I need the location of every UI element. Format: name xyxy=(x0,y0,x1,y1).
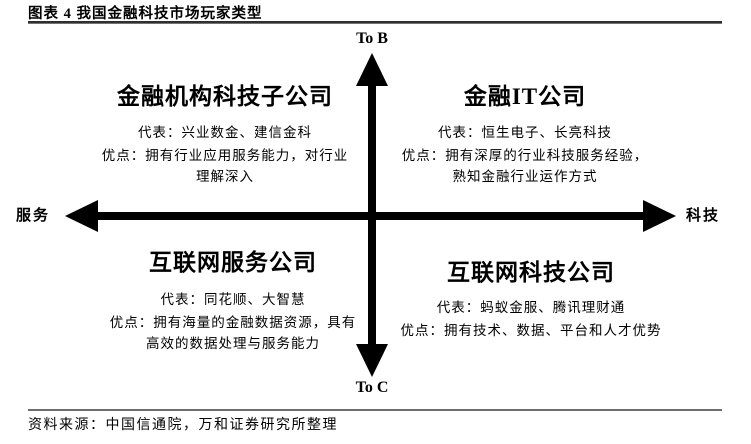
quadrant-representatives: 代表：同花顺、大智慧 xyxy=(160,292,306,307)
quadrant-bottom-right: 互联网科技公司 代表：蚂蚁金服、腾讯理财通 优点：拥有技术、数据、平台和人才优势 xyxy=(376,258,686,341)
quadrant-title: 互联网服务公司 xyxy=(149,250,317,275)
arrowhead-left-icon xyxy=(65,200,98,232)
quadrant-title: 互联网科技公司 xyxy=(447,260,615,285)
quadrant-representatives: 代表：恒生电子、长亮科技 xyxy=(438,125,612,140)
arrowhead-down-icon xyxy=(356,344,388,377)
title-divider-rule xyxy=(28,21,722,24)
quadrant-title: 金融机构科技子公司 xyxy=(117,84,333,109)
axis-label-to-c: To C xyxy=(355,379,389,396)
source-note: 资料来源：中国信通院，万和证券研究所整理 xyxy=(28,418,338,433)
quadrant-top-right: 金融IT公司 代表：恒生电子、长亮科技 优点：拥有深厚的行业科技服务经验，熟知金… xyxy=(370,82,680,187)
quadrant-top-left: 金融机构科技子公司 代表：兴业数金、建信金科 优点：拥有行业应用服务能力，对行业… xyxy=(70,82,380,187)
quadrant-advantages: 优点：拥有深厚的行业科技服务经验，熟知金融行业运作方式 xyxy=(401,148,649,184)
axis-label-service: 服务 xyxy=(16,208,51,224)
quadrant-title: 金融IT公司 xyxy=(463,84,587,109)
quadrant-advantages: 优点：拥有行业应用服务能力，对行业理解深入 xyxy=(101,148,349,184)
quadrant-advantages: 优点：拥有技术、数据、平台和人才优势 xyxy=(400,323,662,338)
quadrant-representatives: 代表：蚂蚁金服、腾讯理财通 xyxy=(436,300,626,315)
figure-title: 图表 4 我国金融科技市场玩家类型 xyxy=(28,6,263,22)
quadrant-advantages: 优点：拥有海量的金融数据资源，具有高效的数据处理与服务能力 xyxy=(109,315,357,351)
quadrant-representatives: 代表：兴业数金、建信金科 xyxy=(138,125,312,140)
axis-label-technology: 科技 xyxy=(686,208,721,224)
source-divider-rule xyxy=(28,409,722,411)
arrowhead-right-icon xyxy=(643,200,676,232)
axis-label-to-b: To B xyxy=(356,30,388,47)
arrowhead-up-icon xyxy=(356,53,388,86)
quadrant-bottom-left: 互联网服务公司 代表：同花顺、大智慧 优点：拥有海量的金融数据资源，具有高效的数… xyxy=(78,248,388,354)
